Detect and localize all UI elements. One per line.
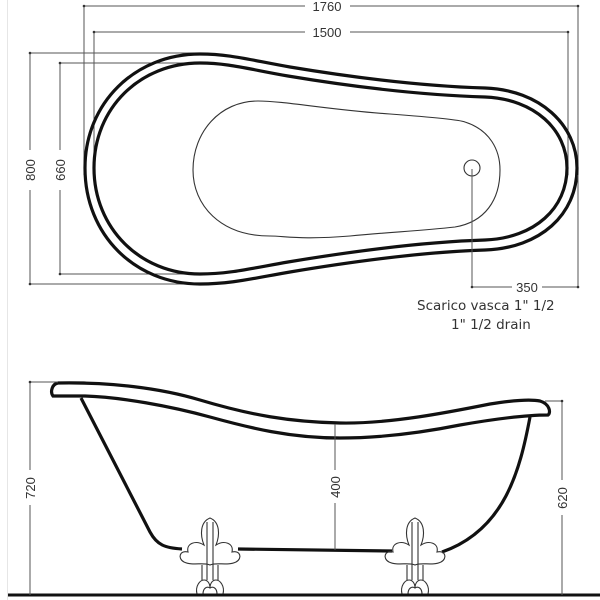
dimension-label-1760: 1760 bbox=[313, 0, 342, 14]
dimension-drain-offset: 350 bbox=[470, 169, 580, 295]
dimension-label-620: 620 bbox=[555, 487, 570, 509]
dimension-label-720: 720 bbox=[23, 477, 38, 499]
top-view: 1760 1500 800 bbox=[23, 0, 580, 295]
tub-inner-rim bbox=[92, 61, 569, 276]
dimension-inner-width: 660 bbox=[53, 61, 200, 276]
tub-rim-profile bbox=[50, 381, 552, 440]
dimension-height-low-end: 620 bbox=[545, 399, 570, 595]
dimension-overall-length: 1760 bbox=[82, 0, 580, 175]
dimension-label-1500: 1500 bbox=[313, 25, 342, 40]
dimension-inner-depth: 400 bbox=[328, 424, 343, 550]
tub-basin bbox=[192, 100, 501, 239]
dimension-overall-width: 800 bbox=[23, 51, 200, 286]
dimension-label-350: 350 bbox=[516, 280, 538, 295]
tub-outer-outline bbox=[83, 52, 579, 286]
dimension-label-800: 800 bbox=[23, 159, 38, 181]
page-left-border bbox=[7, 0, 8, 600]
claw-foot-left-icon bbox=[179, 517, 241, 595]
tub-body-bottom bbox=[237, 547, 393, 553]
tub-body-left bbox=[79, 397, 183, 551]
drain-note-english: 1" 1/2 drain bbox=[451, 317, 531, 333]
tub-body-right bbox=[441, 416, 532, 554]
side-view: 720 400 620 bbox=[8, 380, 600, 597]
dimension-label-400: 400 bbox=[328, 476, 343, 498]
dimension-height-high-end: 720 bbox=[23, 380, 58, 595]
dimension-label-660: 660 bbox=[53, 159, 68, 181]
drain-note-italian: Scarico vasca 1" 1/2 bbox=[417, 298, 555, 314]
claw-foot-right-icon bbox=[384, 517, 446, 595]
